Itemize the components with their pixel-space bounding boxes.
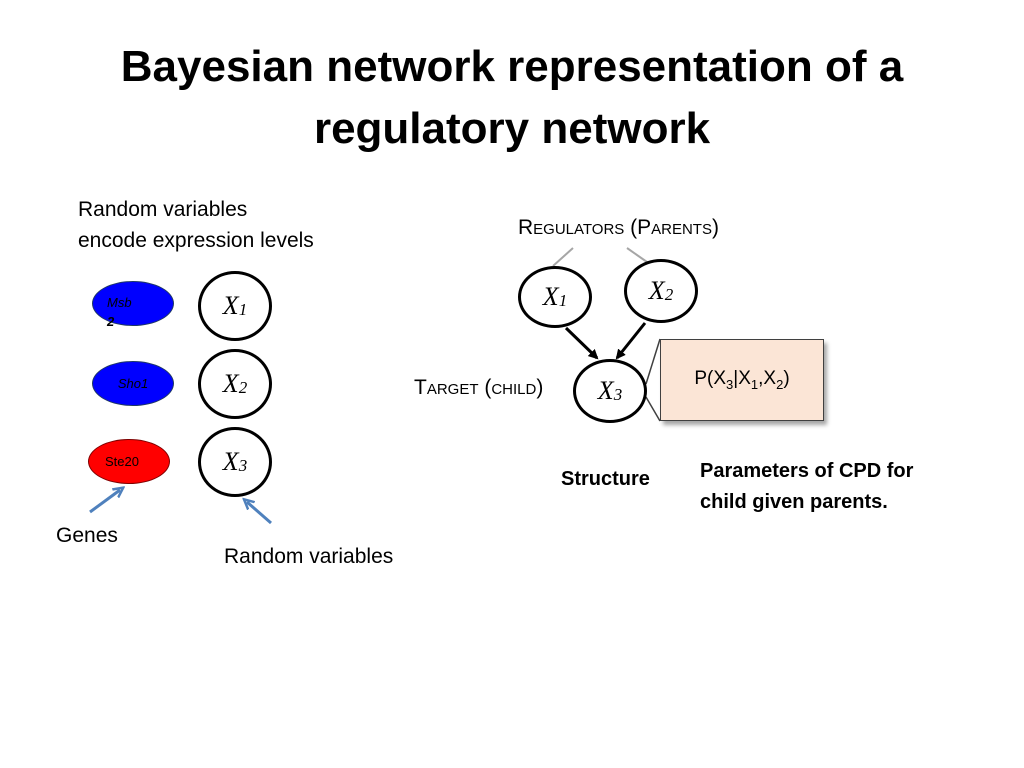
cpd-params-line-2: child given parents. bbox=[700, 491, 888, 513]
left-node-x1-sub: 1 bbox=[238, 300, 248, 319]
rv-caption-line-1: Random variables bbox=[78, 198, 248, 221]
structure-label: Structure bbox=[561, 468, 650, 490]
right-node-x3-letter: X bbox=[597, 376, 614, 405]
cpd-box: P(X3|X1,X2) bbox=[660, 339, 824, 421]
cpd-params-line-1: Parameters of CPD for bbox=[700, 460, 914, 482]
gene-ste20: Ste20 bbox=[88, 439, 170, 484]
right-node-x3-sub: 3 bbox=[613, 385, 623, 404]
left-node-x1-letter: X bbox=[222, 291, 239, 320]
random-variables-pointer-arrow bbox=[247, 502, 272, 525]
cpd-params-label: Parameters of CPD for child given parent… bbox=[700, 456, 913, 518]
target-label: Target (child) bbox=[414, 376, 544, 399]
regulators-pointer-line-2 bbox=[626, 247, 648, 263]
right-node-x2-letter: X bbox=[648, 276, 665, 305]
left-node-x2-sub: 2 bbox=[238, 378, 248, 397]
cpd-callout-line-top bbox=[645, 338, 661, 385]
cpd-formula: P(X3|X1,X2) bbox=[694, 368, 790, 392]
regulators-label: Regulators (Parents) bbox=[518, 216, 719, 239]
genes-label: Genes bbox=[56, 524, 118, 547]
gene-msb2: Msb 2 bbox=[92, 281, 174, 329]
edge-x2-to-x3 bbox=[615, 322, 647, 360]
title-line-2: regulatory network bbox=[313, 104, 711, 153]
gene-sho1: Sho1 bbox=[92, 361, 174, 406]
edge-x1-to-x3 bbox=[564, 326, 599, 360]
slide-title: Bayesian network representation of a reg… bbox=[0, 36, 1024, 160]
rv-caption: Random variables encode expression level… bbox=[78, 194, 314, 256]
right-node-x1-letter: X bbox=[542, 282, 559, 311]
right-node-x1-sub: 1 bbox=[558, 291, 568, 310]
cpd-callout-line-bottom bbox=[645, 396, 661, 422]
regulators-pointer-line-1 bbox=[552, 247, 574, 267]
left-node-x2-letter: X bbox=[222, 369, 239, 398]
gene-ste20-label: Ste20 bbox=[105, 454, 139, 469]
right-node-x2-sub: 2 bbox=[664, 285, 674, 304]
left-node-x3-letter: X bbox=[222, 447, 239, 476]
left-node-x3-sub: 3 bbox=[238, 456, 248, 475]
rv-caption-line-2: encode expression levels bbox=[78, 229, 314, 252]
genes-pointer-arrow bbox=[89, 490, 120, 514]
random-variables-label: Random variables bbox=[224, 545, 394, 568]
title-line-1: Bayesian network representation of a bbox=[120, 42, 904, 91]
gene-msb2-label-2: 2 bbox=[107, 314, 115, 329]
gene-msb2-label-1: Msb bbox=[107, 295, 132, 310]
gene-sho1-label: Sho1 bbox=[117, 376, 149, 391]
